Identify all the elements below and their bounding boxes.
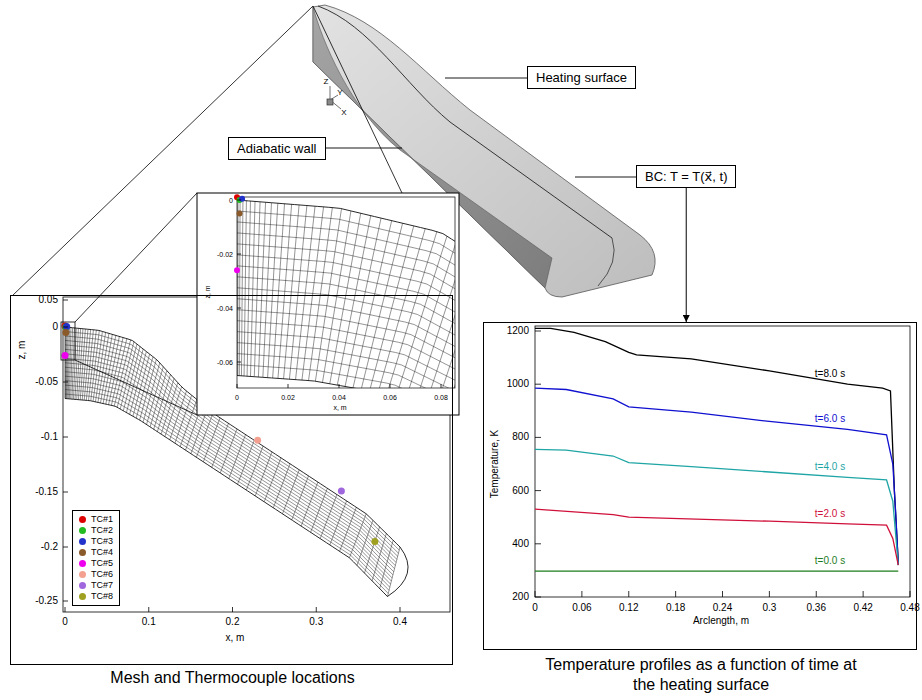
axis-ticks [237,200,441,388]
tick-label: 0.08 [434,394,448,401]
legend-swatch [79,582,86,589]
figure-panel: Temperature profiles as a function of ti… [483,322,917,650]
plot-frame [237,197,455,388]
callout-box: Adiabatic wall [228,137,326,160]
tick-label: 0.36 [807,603,826,613]
axis-ticks [535,331,910,597]
tick-label: -0.06 [217,359,233,366]
tick-label: 800 [512,432,529,442]
axis-title: Temperature, K [490,430,500,498]
caption-text: Mesh and Thermocouple locations [11,668,454,688]
legend-swatch [79,527,86,534]
tick-label: 0.24 [713,603,732,613]
mesh [237,200,455,388]
callout-text: Heating surface [536,70,627,85]
tick-label: 0.3 [309,617,323,627]
axis-letter: X [341,109,346,117]
legend-swatch [79,571,86,578]
legend-box: TC#1TC#2TC#3TC#4TC#5TC#6TC#7TC#8 [72,510,120,606]
zoom-rect [61,322,75,360]
tick-label: 0.06 [383,394,397,401]
tick-label: 0 [229,197,233,204]
legend-row: TC#5 [79,558,113,569]
tick-label: -0.1 [41,432,58,442]
legend-text: TC#5 [91,558,113,568]
tick-label: 400 [512,539,529,549]
callout-text: BC: T = T(x⃗, t) [645,169,727,184]
temperature-curves [535,328,898,571]
axis-title: z, m [17,341,27,360]
tick-label: -0.02 [217,251,233,258]
legend-text: TC#6 [91,569,113,579]
legend-row: TC#2 [79,525,113,536]
callout-box: BC: T = T(x⃗, t) [636,165,736,188]
tick-label: 0.2 [226,617,240,627]
legend-text: TC#7 [91,580,113,590]
tick-label: 0.02 [281,394,295,401]
tick-label: 0.4 [393,617,407,627]
callout-text: Adiabatic wall [237,141,317,156]
tick-label: 0.12 [619,603,638,613]
tick-label: 0 [235,394,239,401]
axis-title: x, m [226,633,245,643]
legend-swatch [79,516,86,523]
tick-label: -0.05 [35,377,58,387]
legend-swatch [79,593,86,600]
tick-label: -0.15 [35,487,58,497]
axis-title: z, m [204,285,211,298]
legend-row: TC#4 [79,547,113,558]
callout-box: Heating surface [527,66,636,89]
tick-label: -0.2 [41,542,58,552]
tick-label: 0.42 [853,603,872,613]
tick-label: 0.3 [762,603,776,613]
curve-label: t=6.0 s [815,414,845,424]
legend-row: TC#3 [79,536,113,547]
legend-swatch [79,538,86,545]
zoom-line [75,360,197,415]
legend-swatch [79,560,86,567]
leader-line [325,78,640,177]
zoom-line [75,193,197,322]
legend-text: TC#4 [91,547,113,557]
legend-text: TC#8 [91,591,113,601]
axis-title: Arclength, m [693,616,749,626]
tick-label: 0.18 [666,603,685,613]
tick-label: 600 [512,486,529,496]
caption-text: Temperature profiles as a function of ti… [541,655,861,695]
plot-frame [535,326,910,597]
tick-label: 1000 [507,379,529,389]
tick-label: 0.05 [39,295,58,305]
legend-row: TC#8 [79,591,113,602]
curve-label: t=0.0 s [815,556,845,566]
legend-text: TC#3 [91,536,113,546]
axis-title: x, m [333,404,346,411]
connector-arrow [686,188,687,322]
legend-row: TC#1 [79,514,113,525]
curve-label: t=4.0 s [815,462,845,472]
tick-label: 0 [62,617,68,627]
tick-label: 0 [532,603,538,613]
legend-text: TC#1 [91,514,113,524]
legend-text: TC#2 [91,525,113,535]
tick-label: 200 [512,592,529,602]
thermocouple-markers [234,194,245,273]
axis-letter: Z [324,78,329,86]
figure-panel: Mesh and Thermocouple locations [10,295,453,665]
tick-label: 1200 [507,326,529,336]
tick-label: 0 [52,322,58,332]
legend-swatch [79,549,86,556]
axis-letter: Y [337,89,342,97]
legend-row: TC#6 [79,569,113,580]
curve-label: t=2.0 s [815,509,845,519]
tick-label: 0.1 [142,617,156,627]
tick-label: 0.06 [572,603,591,613]
tick-label: -0.04 [217,305,233,312]
tick-label: 0.04 [332,394,346,401]
curve-label: t=8.0 s [815,369,845,379]
legend-row: TC#7 [79,580,113,591]
tick-label: -0.25 [35,596,58,606]
